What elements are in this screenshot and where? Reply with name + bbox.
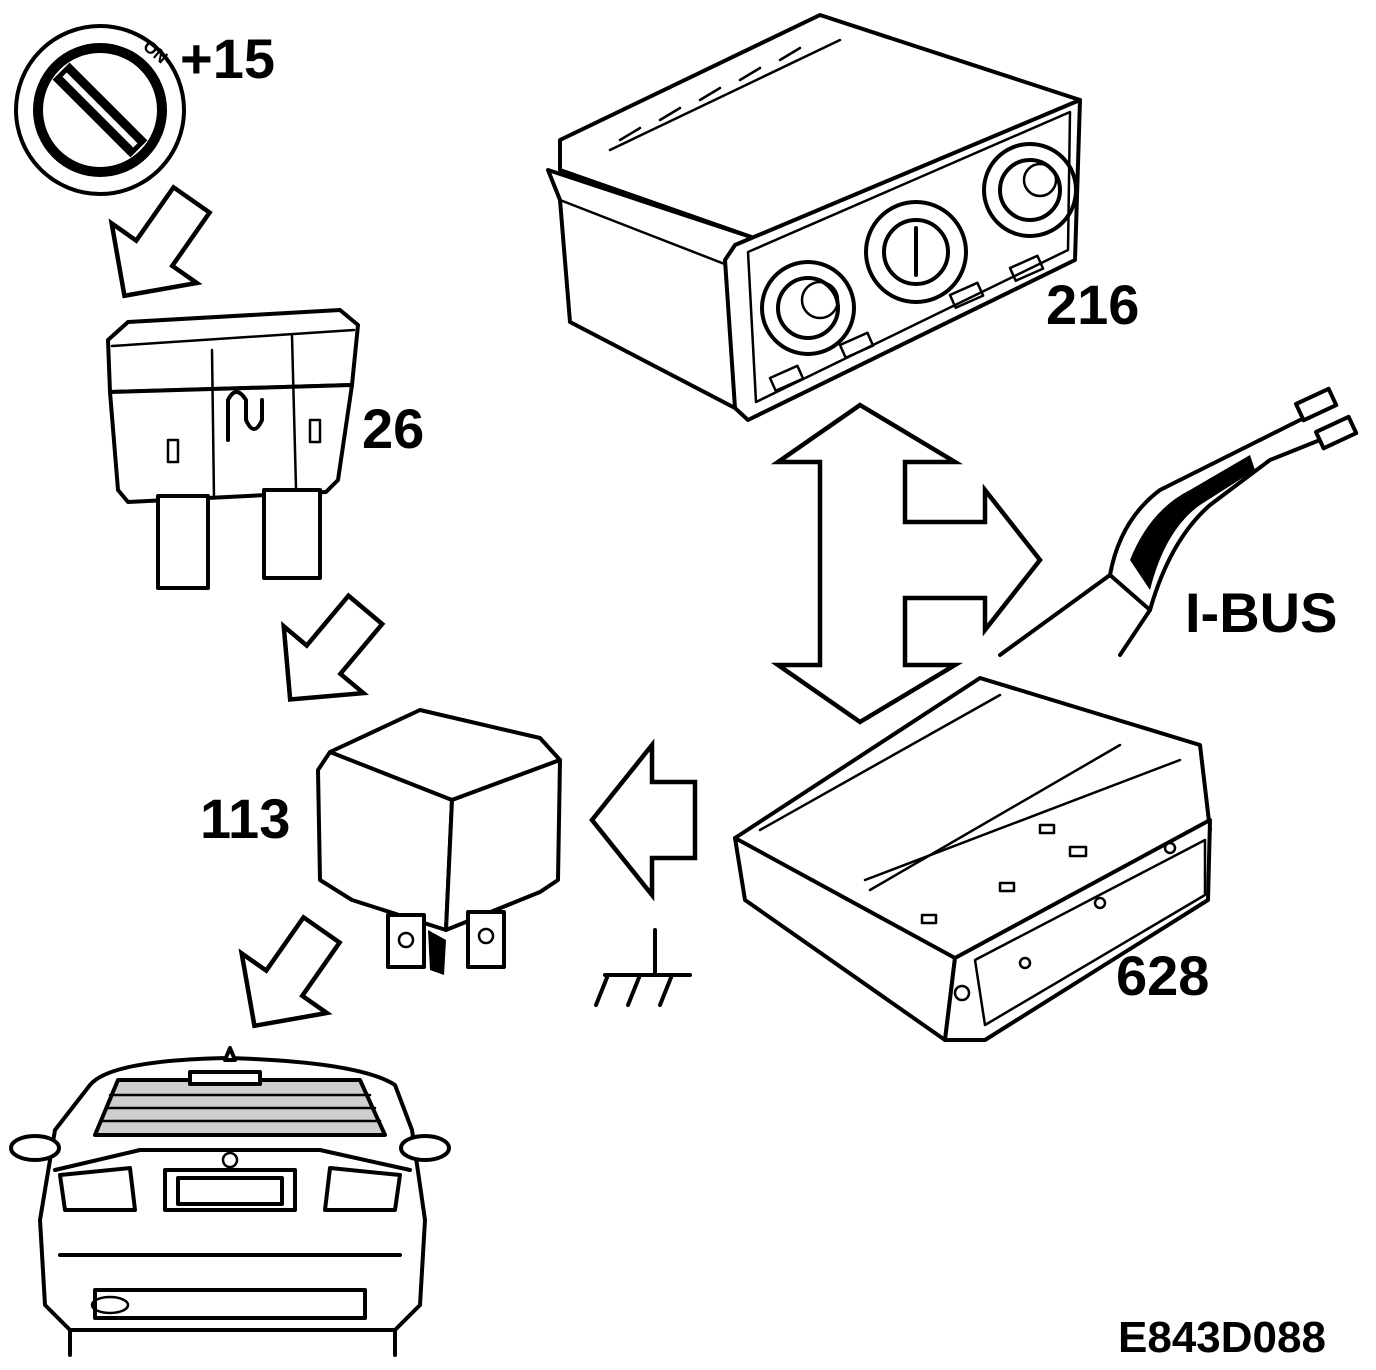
car-rear-icon <box>9 1046 451 1357</box>
climate-panel-icon <box>546 13 1082 422</box>
bus-arrow-icon <box>770 402 1043 725</box>
flow-arrow-fuse-relay <box>281 592 386 702</box>
flow-arrow-relay-car <box>238 914 343 1029</box>
control-module-label: 628 <box>1116 944 1209 1007</box>
ignition-switch-icon: ON <box>14 24 186 196</box>
bus-label: I-BUS <box>1185 581 1337 644</box>
bus-cable-icon <box>998 386 1359 657</box>
climate-panel-label: 216 <box>1046 273 1139 336</box>
relay-label: 113 <box>200 787 290 850</box>
figure-id-label: E843D088 <box>1118 1313 1326 1362</box>
ground-symbol-icon <box>594 928 692 1007</box>
fuse-icon <box>106 308 360 590</box>
fuse-label: 26 <box>362 397 424 460</box>
flow-arrow-module-relay <box>589 738 698 902</box>
relay-icon <box>316 708 562 975</box>
flow-arrow-ignition-fuse <box>108 184 213 299</box>
control-module-icon <box>733 676 1212 1042</box>
ignition-label: +15 <box>180 27 275 90</box>
